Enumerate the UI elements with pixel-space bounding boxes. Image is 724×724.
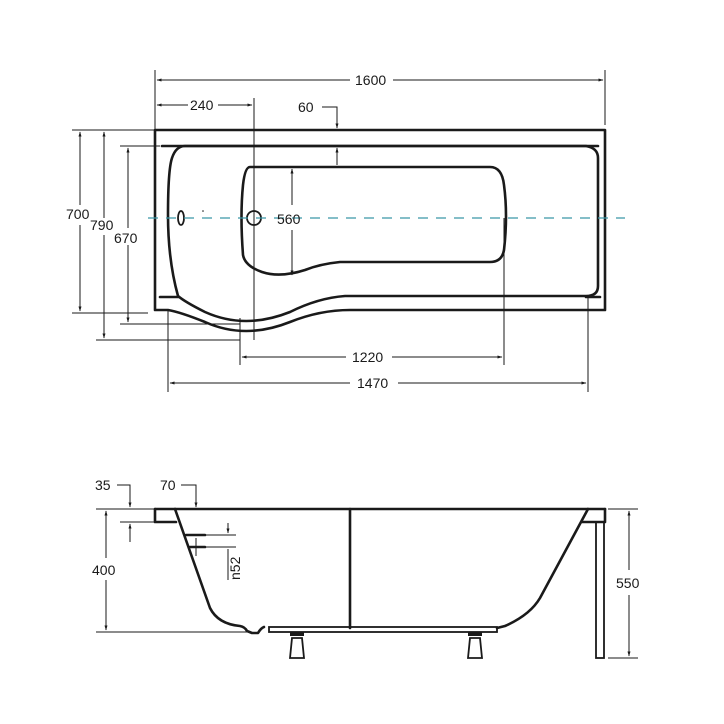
support-leg [595,521,605,659]
dim-inner-basin-length: 1220 [352,349,383,365]
overflow-icon [177,210,185,226]
dim-rim-depth: 70 [160,477,176,493]
dim-width-main: 700 [66,206,90,222]
top-view: 1600 240 60 560 700 790 670 [66,70,625,392]
dim-width-max: 790 [90,217,114,233]
dim-depth: 400 [92,562,116,578]
dim-width-inner: 670 [114,230,138,246]
dim-inner-length: 1470 [357,375,388,391]
inner-bowl-outline [166,144,600,323]
dim-inner-basin-width: 560 [277,211,301,227]
dim-overflow: n52 [227,556,243,580]
side-view: n52 35 70 400 550 [92,477,640,659]
outer-rim-outline [153,128,607,333]
dim-rim-thickness: 35 [95,477,111,493]
dim-overall-length: 1600 [355,72,386,88]
foot-left [289,632,305,659]
foot-right [467,632,483,659]
inner-basin-outline [240,165,508,276]
dim-total-height: 550 [616,575,640,591]
dim-rim-width: 60 [298,99,314,115]
dim-waste-offset: 240 [190,97,214,113]
